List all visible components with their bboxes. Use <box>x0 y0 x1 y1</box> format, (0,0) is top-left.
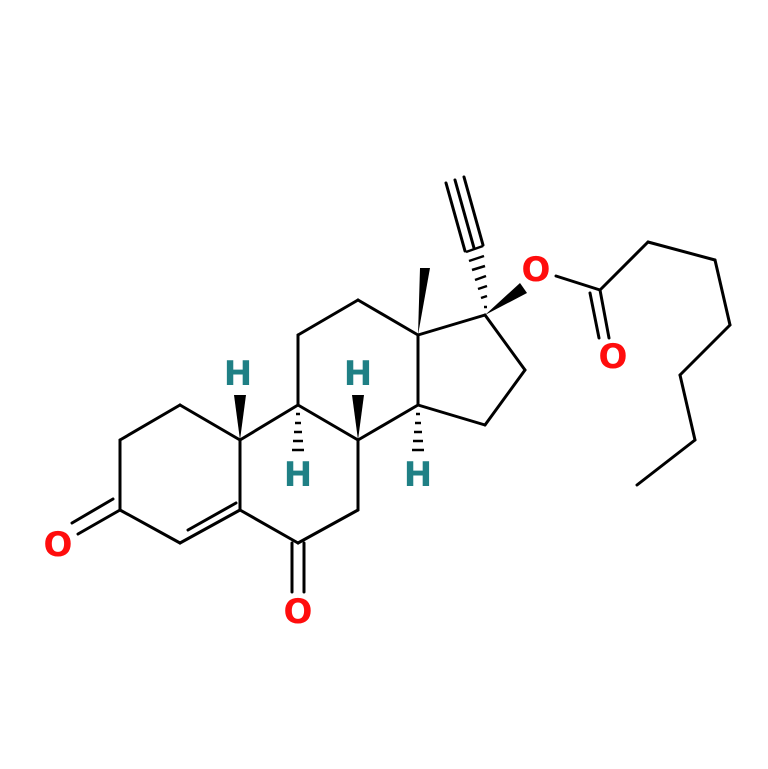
atom-oxygen-ester: O <box>522 250 551 290</box>
atom-hydrogen-c9: H <box>284 455 312 495</box>
atom-oxygen-c6: O <box>284 592 313 632</box>
atom-oxygen-carbonyl: O <box>599 337 628 377</box>
atom-oxygen-c3: O <box>44 525 73 565</box>
atom-hydrogen-c10: H <box>224 354 252 394</box>
atom-hydrogen-c14: H <box>404 455 432 495</box>
bonds <box>70 175 732 594</box>
atom-hydrogen-c8: H <box>344 354 372 394</box>
atom-labels: O O O O H H H H <box>44 250 628 632</box>
